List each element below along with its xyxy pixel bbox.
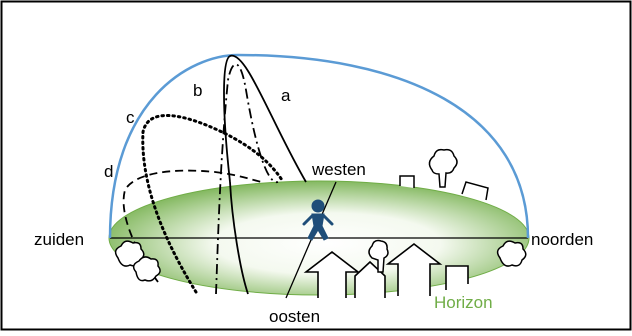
label-a: a xyxy=(281,86,291,105)
label-c: c xyxy=(126,108,135,127)
label-horizon: Horizon xyxy=(434,293,493,312)
label-oosten: oosten xyxy=(269,307,320,326)
label-d: d xyxy=(104,162,113,181)
person-icon xyxy=(302,199,334,241)
bushes xyxy=(114,239,527,282)
label-westen: westen xyxy=(311,160,366,179)
label-zuiden: zuiden xyxy=(34,230,84,249)
label-b: b xyxy=(193,81,202,100)
sky-dome xyxy=(108,53,530,239)
sun-path-c xyxy=(141,114,284,294)
sun-path-a xyxy=(223,55,307,183)
background-buildings xyxy=(399,148,489,201)
label-noorden: noorden xyxy=(531,230,593,249)
sun-path-a-lower xyxy=(229,181,249,295)
